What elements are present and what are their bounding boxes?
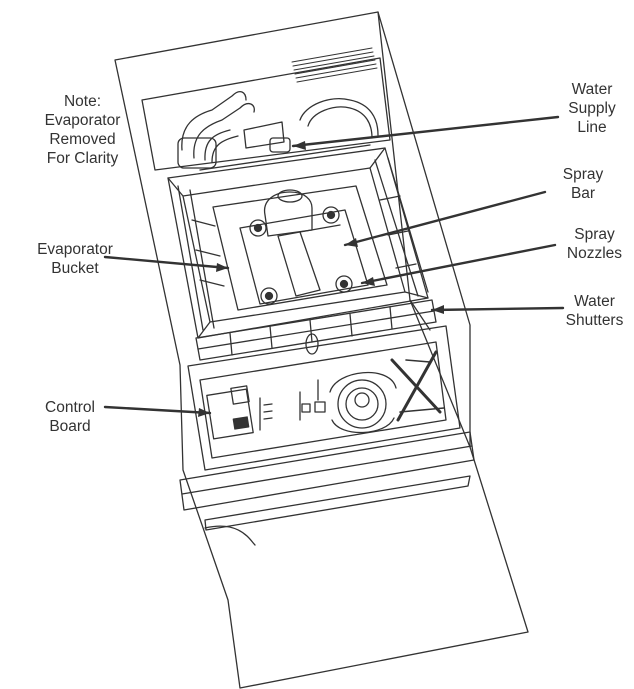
front-panel [179,431,475,546]
water-shutters-label: Water Shutters [565,293,624,329]
water-supply-line-label: Water Supply Line [568,81,616,136]
spray-nozzles [249,206,353,305]
water-shutters [195,299,437,361]
control-compartment [187,325,461,471]
spray-nozzles-label: Spray Nozzles [566,226,623,262]
note-label: Note: Evaporator Removed For Clarity [44,93,121,167]
supply-pipes [177,91,379,171]
fan-guard [390,350,445,422]
evaporator-bucket-label: Evaporator Bucket [37,241,113,277]
spray-bar-label: Spray Bar [562,166,604,202]
control-board-label: Control Board [45,399,95,435]
evaporator-bucket [167,147,429,339]
spray-bar [239,189,369,305]
callout-lines [103,115,565,417]
cabinet-body [114,11,529,689]
vent-grille [291,47,378,83]
fan-motor [329,371,397,434]
